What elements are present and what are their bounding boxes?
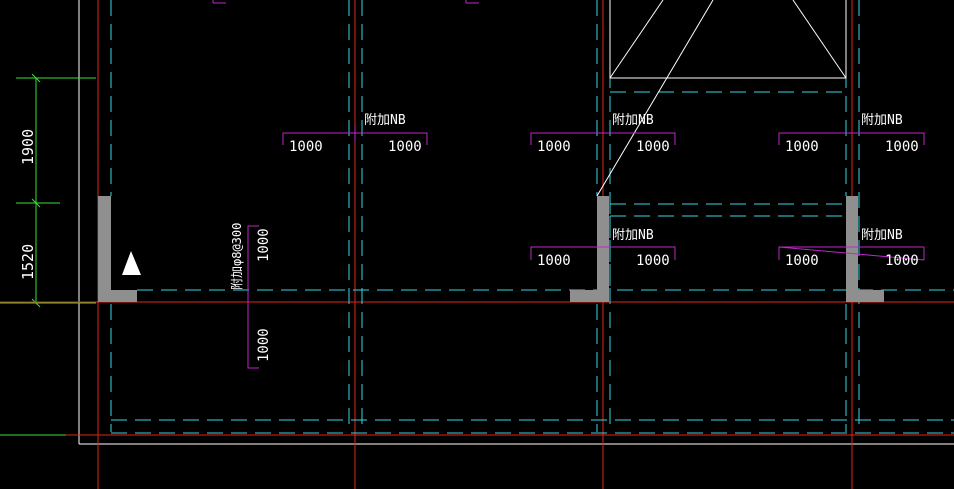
wall-section-mid xyxy=(570,196,609,302)
view-marker-icon[interactable] xyxy=(122,251,141,275)
rebar-brackets xyxy=(212,0,925,369)
rebar-length-values: 1000 1000 1000 1000 1000 1000 1000 1000 … xyxy=(256,139,919,362)
rebar-length-vertical: 1000 xyxy=(256,328,272,362)
wall-section-right xyxy=(846,196,884,302)
drawing-frame xyxy=(78,0,954,445)
rebar-length: 1000 xyxy=(636,139,670,155)
dimension-left-upper: 1900 xyxy=(19,129,37,165)
rebar-labels: 附加NB 附加NB 附加NB 附加NB 附加NB 附加φ8@300 xyxy=(230,113,903,290)
wall-section-left xyxy=(98,196,137,302)
rebar-length: 1000 xyxy=(885,253,919,269)
dimension-left-lower: 1520 xyxy=(19,244,37,280)
label-extra-rebar-vertical: 附加φ8@300 xyxy=(230,223,244,290)
label-extra-nb: 附加NB xyxy=(612,228,654,243)
rebar-length: 1000 xyxy=(289,139,323,155)
rebar-length: 1000 xyxy=(388,139,422,155)
label-extra-nb: 附加NB xyxy=(861,228,903,243)
rebar-length: 1000 xyxy=(885,139,919,155)
label-extra-nb: 附加NB xyxy=(612,113,654,128)
rebar-length: 1000 xyxy=(537,253,571,269)
rebar-length: 1000 xyxy=(636,253,670,269)
rebar-length-vertical: 1000 xyxy=(256,228,272,262)
wall-sections xyxy=(98,196,884,302)
label-extra-nb: 附加NB xyxy=(364,113,406,128)
void-outline xyxy=(596,0,847,197)
label-extra-nb: 附加NB xyxy=(861,113,903,128)
dimension-lines xyxy=(0,73,96,436)
rebar-length: 1000 xyxy=(785,139,819,155)
beam-dashed-lines xyxy=(110,0,954,434)
rebar-length: 1000 xyxy=(785,253,819,269)
rebar-length: 1000 xyxy=(537,139,571,155)
